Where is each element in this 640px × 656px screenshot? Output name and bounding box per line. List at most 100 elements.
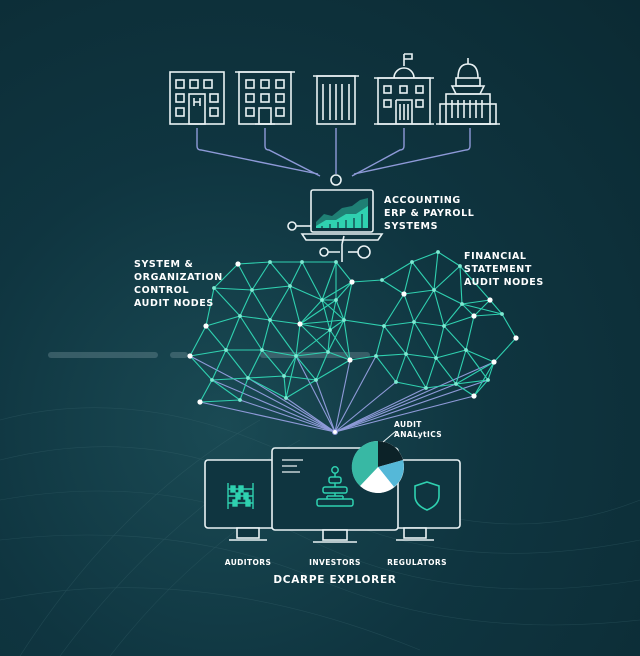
- mesh-node: [434, 356, 438, 360]
- mesh-edge: [269, 285, 291, 321]
- laptop-chart-icon: [300, 189, 384, 241]
- hub-node: [330, 174, 342, 186]
- mesh-edge: [225, 315, 241, 351]
- mesh-edge: [329, 329, 351, 361]
- accounting-systems-label: ACCOUNTING ERP & PAYROLL SYSTEMS: [384, 195, 475, 232]
- mesh-edge: [321, 261, 337, 301]
- mesh-edge: [461, 303, 475, 317]
- background-blur-glyphs: [48, 352, 370, 358]
- mesh-edge: [383, 325, 407, 355]
- mesh-edge: [443, 303, 463, 327]
- converging-line: [189, 355, 336, 433]
- mesh-edge: [411, 261, 435, 291]
- mesh-node: [491, 359, 497, 365]
- mesh-node: [471, 313, 477, 319]
- mesh-edge: [493, 337, 517, 363]
- mesh-edge: [327, 351, 351, 361]
- mesh-node: [412, 320, 416, 324]
- mesh-edge: [403, 289, 435, 295]
- mesh-edge: [381, 261, 413, 281]
- mesh-edge: [321, 299, 345, 321]
- mesh-edge: [329, 299, 337, 331]
- converging-line: [315, 379, 336, 433]
- mesh-edge: [251, 289, 271, 321]
- mesh-edge: [433, 251, 439, 291]
- mesh-edge: [411, 251, 439, 263]
- mesh-node: [328, 328, 332, 332]
- shield-icon: [414, 481, 440, 511]
- mesh-edge: [405, 353, 437, 359]
- mesh-node: [235, 261, 241, 267]
- mesh-edge: [225, 349, 249, 379]
- mesh-node: [460, 302, 464, 306]
- mesh-node: [282, 374, 286, 378]
- audit-node-mesh-nodes: [187, 250, 519, 405]
- mesh-edge: [269, 261, 291, 287]
- mesh-node: [326, 350, 330, 354]
- mesh-edge: [269, 319, 297, 357]
- mesh-node: [210, 378, 214, 382]
- mesh-node: [260, 348, 264, 352]
- mesh-edge: [335, 281, 353, 301]
- mesh-node: [487, 297, 493, 303]
- mesh-edge: [459, 265, 491, 301]
- mesh-node: [294, 354, 298, 358]
- mesh-node: [246, 376, 250, 380]
- mesh-node: [513, 335, 519, 341]
- mesh-node: [349, 279, 355, 285]
- mesh-edge: [433, 289, 463, 305]
- mesh-edge: [189, 355, 213, 381]
- mesh-edge: [285, 379, 317, 399]
- mesh-node: [382, 324, 386, 328]
- mesh-edge: [443, 315, 475, 327]
- mesh-edge: [433, 289, 445, 327]
- mesh-node: [284, 396, 288, 400]
- mesh-node: [342, 318, 346, 322]
- mesh-edge: [501, 313, 517, 339]
- mesh-node: [432, 288, 436, 292]
- mesh-edge: [425, 357, 437, 389]
- mesh-edge: [283, 355, 297, 377]
- mesh-node: [471, 393, 477, 399]
- mesh-edge: [383, 293, 405, 327]
- mesh-edge: [375, 355, 397, 383]
- convergence-node: [331, 428, 339, 436]
- mesh-edge: [455, 349, 467, 385]
- mesh-edge: [315, 351, 329, 381]
- converging-line: [199, 401, 336, 433]
- mesh-edge: [237, 261, 271, 265]
- converging-line: [334, 383, 457, 433]
- mesh-edge: [213, 263, 239, 289]
- mesh-edge: [289, 285, 323, 301]
- mesh-edge: [213, 287, 253, 291]
- mesh-node: [334, 298, 338, 302]
- converging-line: [295, 355, 336, 433]
- mesh-edge: [299, 323, 329, 353]
- mesh-edge: [425, 383, 457, 389]
- mesh-edge: [403, 293, 415, 323]
- mesh-edge: [189, 349, 227, 357]
- mesh-edge: [395, 353, 407, 383]
- converging-line: [334, 387, 427, 433]
- mesh-node: [410, 260, 414, 264]
- mesh-node: [224, 348, 228, 352]
- pie-chart-icon: [351, 430, 404, 493]
- mesh-node: [297, 321, 303, 327]
- mesh-edge: [405, 321, 415, 355]
- mesh-edge: [301, 261, 323, 301]
- mesh-edge: [247, 375, 285, 379]
- mesh-edge: [251, 285, 291, 291]
- mesh-edge: [189, 325, 207, 357]
- government-building-icon: [374, 53, 434, 125]
- mesh-node: [203, 323, 209, 329]
- mesh-node: [436, 250, 440, 254]
- mesh-edge: [435, 349, 467, 359]
- mesh-node: [197, 399, 203, 405]
- mesh-node: [404, 352, 408, 356]
- mesh-edge: [247, 377, 287, 399]
- mesh-edge: [205, 325, 227, 351]
- mesh-edge: [299, 319, 345, 325]
- mesh-edge: [289, 261, 303, 287]
- mesh-node: [314, 378, 318, 382]
- converging-line: [211, 379, 336, 433]
